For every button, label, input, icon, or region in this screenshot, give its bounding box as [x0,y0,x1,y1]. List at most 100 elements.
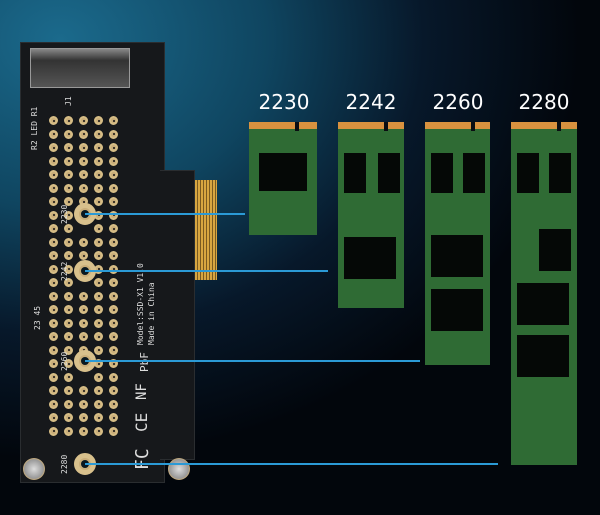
solder-pad [79,129,88,139]
solder-pad [49,183,58,193]
solder-pad [64,170,73,179]
solder-pad [79,305,88,314]
screw-left [23,458,45,480]
solder-pad [109,183,118,193]
solder-pad [94,345,103,355]
solder-pad [64,345,73,355]
solder-pad [49,170,58,179]
size-label-2280: 2280 [518,90,570,114]
solder-pad [79,386,88,395]
solder-pad [49,264,58,274]
guide-line-2260 [85,360,420,362]
solder-pad [49,318,58,328]
solder-pad [64,359,73,368]
ssd-2242 [338,122,404,308]
solder-pad [79,318,88,328]
solder-pad [94,251,103,260]
solder-pad [94,426,103,436]
solder-pad [109,224,118,233]
solder-pad [109,318,118,328]
solder-pad [64,278,73,287]
solder-pad [79,183,88,193]
solder-pad [109,129,118,139]
solder-pad [64,413,73,422]
solder-pad [79,426,88,436]
solder-pad [49,129,58,139]
solder-pad [64,143,73,152]
solder-pad [109,116,118,125]
hole-label-2260: 2260 [60,351,69,371]
led-label: R2 LED R1 [30,106,39,150]
ssd-2280 [511,122,577,465]
solder-pad [109,278,118,287]
code-text: 23 45 [33,305,42,330]
solder-pad [79,143,88,152]
solder-pad [109,345,118,355]
solder-pad [49,210,58,220]
solder-pad [109,332,118,341]
solder-pad [109,372,118,382]
hole-label-2230: 2230 [60,204,69,224]
solder-pad [64,183,73,193]
pcie-gold-fingers [195,180,217,280]
solder-pad [64,305,73,314]
solder-pad [49,359,58,368]
solder-pad [109,291,118,301]
solder-pad [94,156,103,166]
solder-pad [49,291,58,301]
solder-pad [64,399,73,409]
solder-pad [109,305,118,314]
solder-pad [109,143,118,152]
solder-pad [79,332,88,341]
solder-pad [109,237,118,247]
screw-right [168,458,190,480]
solder-pad [49,156,58,166]
solder-pad [94,143,103,152]
solder-pad [49,305,58,314]
solder-pad [109,156,118,166]
mark-ce: CE [132,412,151,432]
solder-pad [109,210,118,220]
solder-pad [94,399,103,409]
mark-nf: NF [134,383,150,400]
solder-pad [64,426,73,436]
solder-pad [64,156,73,166]
solder-pad [109,197,118,206]
solder-pad [94,116,103,125]
model-text: Model:SSD-X1 V1.0 [136,263,145,345]
solder-pad [94,386,103,395]
solder-pad [49,116,58,125]
guide-line-2280 [85,463,498,465]
solder-pad [94,129,103,139]
solder-pad [49,237,58,247]
solder-pad [64,332,73,341]
solder-pad [94,278,103,287]
connector-label: J1 [64,96,73,106]
solder-pad [94,332,103,341]
solder-pad [109,170,118,179]
guide-line-2242 [85,270,328,272]
solder-pad [49,143,58,152]
solder-pad [94,197,103,206]
size-label-2230: 2230 [258,90,310,114]
solder-pad [109,251,118,260]
solder-pad [109,399,118,409]
solder-pad [64,237,73,247]
size-label-2242: 2242 [345,90,397,114]
solder-pad [49,399,58,409]
solder-pad [79,116,88,125]
solder-pad [64,224,73,233]
size-label-2260: 2260 [432,90,484,114]
solder-pad [64,372,73,382]
solder-pad [64,318,73,328]
solder-pad [94,170,103,179]
solder-pad [109,426,118,436]
solder-pad [109,264,118,274]
hole-label-2242: 2242 [60,261,69,281]
solder-pad [94,372,103,382]
solder-pad [49,224,58,233]
solder-pad [64,116,73,125]
solder-pad [79,170,88,179]
solder-pad [64,386,73,395]
